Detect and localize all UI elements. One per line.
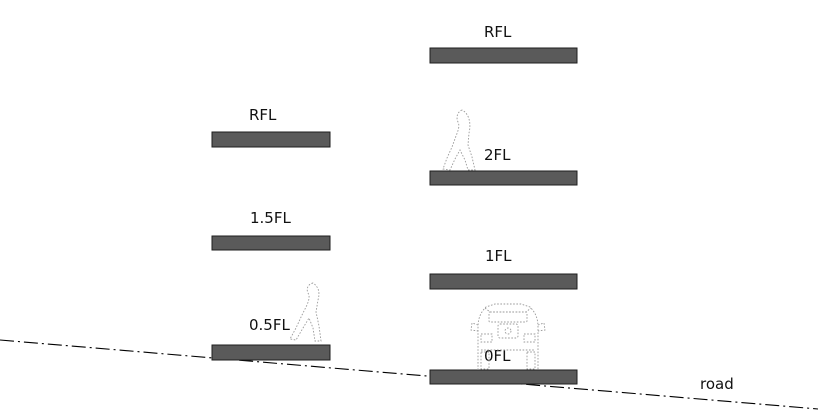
left-slab-0-5fl: [211, 344, 331, 361]
car-icon: [470, 303, 546, 370]
walking-person-icon: [442, 109, 476, 171]
walking-person-icon: [289, 282, 322, 342]
left-floor-label-1-5fl: 1.5FL: [250, 209, 291, 227]
left-floor-label-0-5fl: 0.5FL: [249, 316, 290, 334]
right-slab-2fl: [429, 170, 578, 186]
right-floor-label-2fl: 2FL: [484, 146, 511, 164]
left-floor-label-rfl: RFL: [249, 106, 277, 124]
right-slab-rfl: [429, 47, 578, 64]
right-building: RFL 2FL 1FL 0FL: [429, 23, 578, 385]
right-slab-0fl: [429, 369, 578, 385]
road-line: [0, 339, 818, 410]
left-building: RFL 1.5FL 0.5FL: [211, 106, 331, 361]
right-slab-1fl: [429, 273, 578, 290]
road-label: road: [700, 375, 734, 393]
left-slab-rfl: [211, 131, 331, 148]
right-floor-label-0fl: 0FL: [484, 347, 511, 365]
right-floor-label-1fl: 1FL: [485, 247, 512, 265]
left-slab-1-5fl: [211, 235, 331, 251]
right-floor-label-rfl: RFL: [484, 23, 512, 41]
